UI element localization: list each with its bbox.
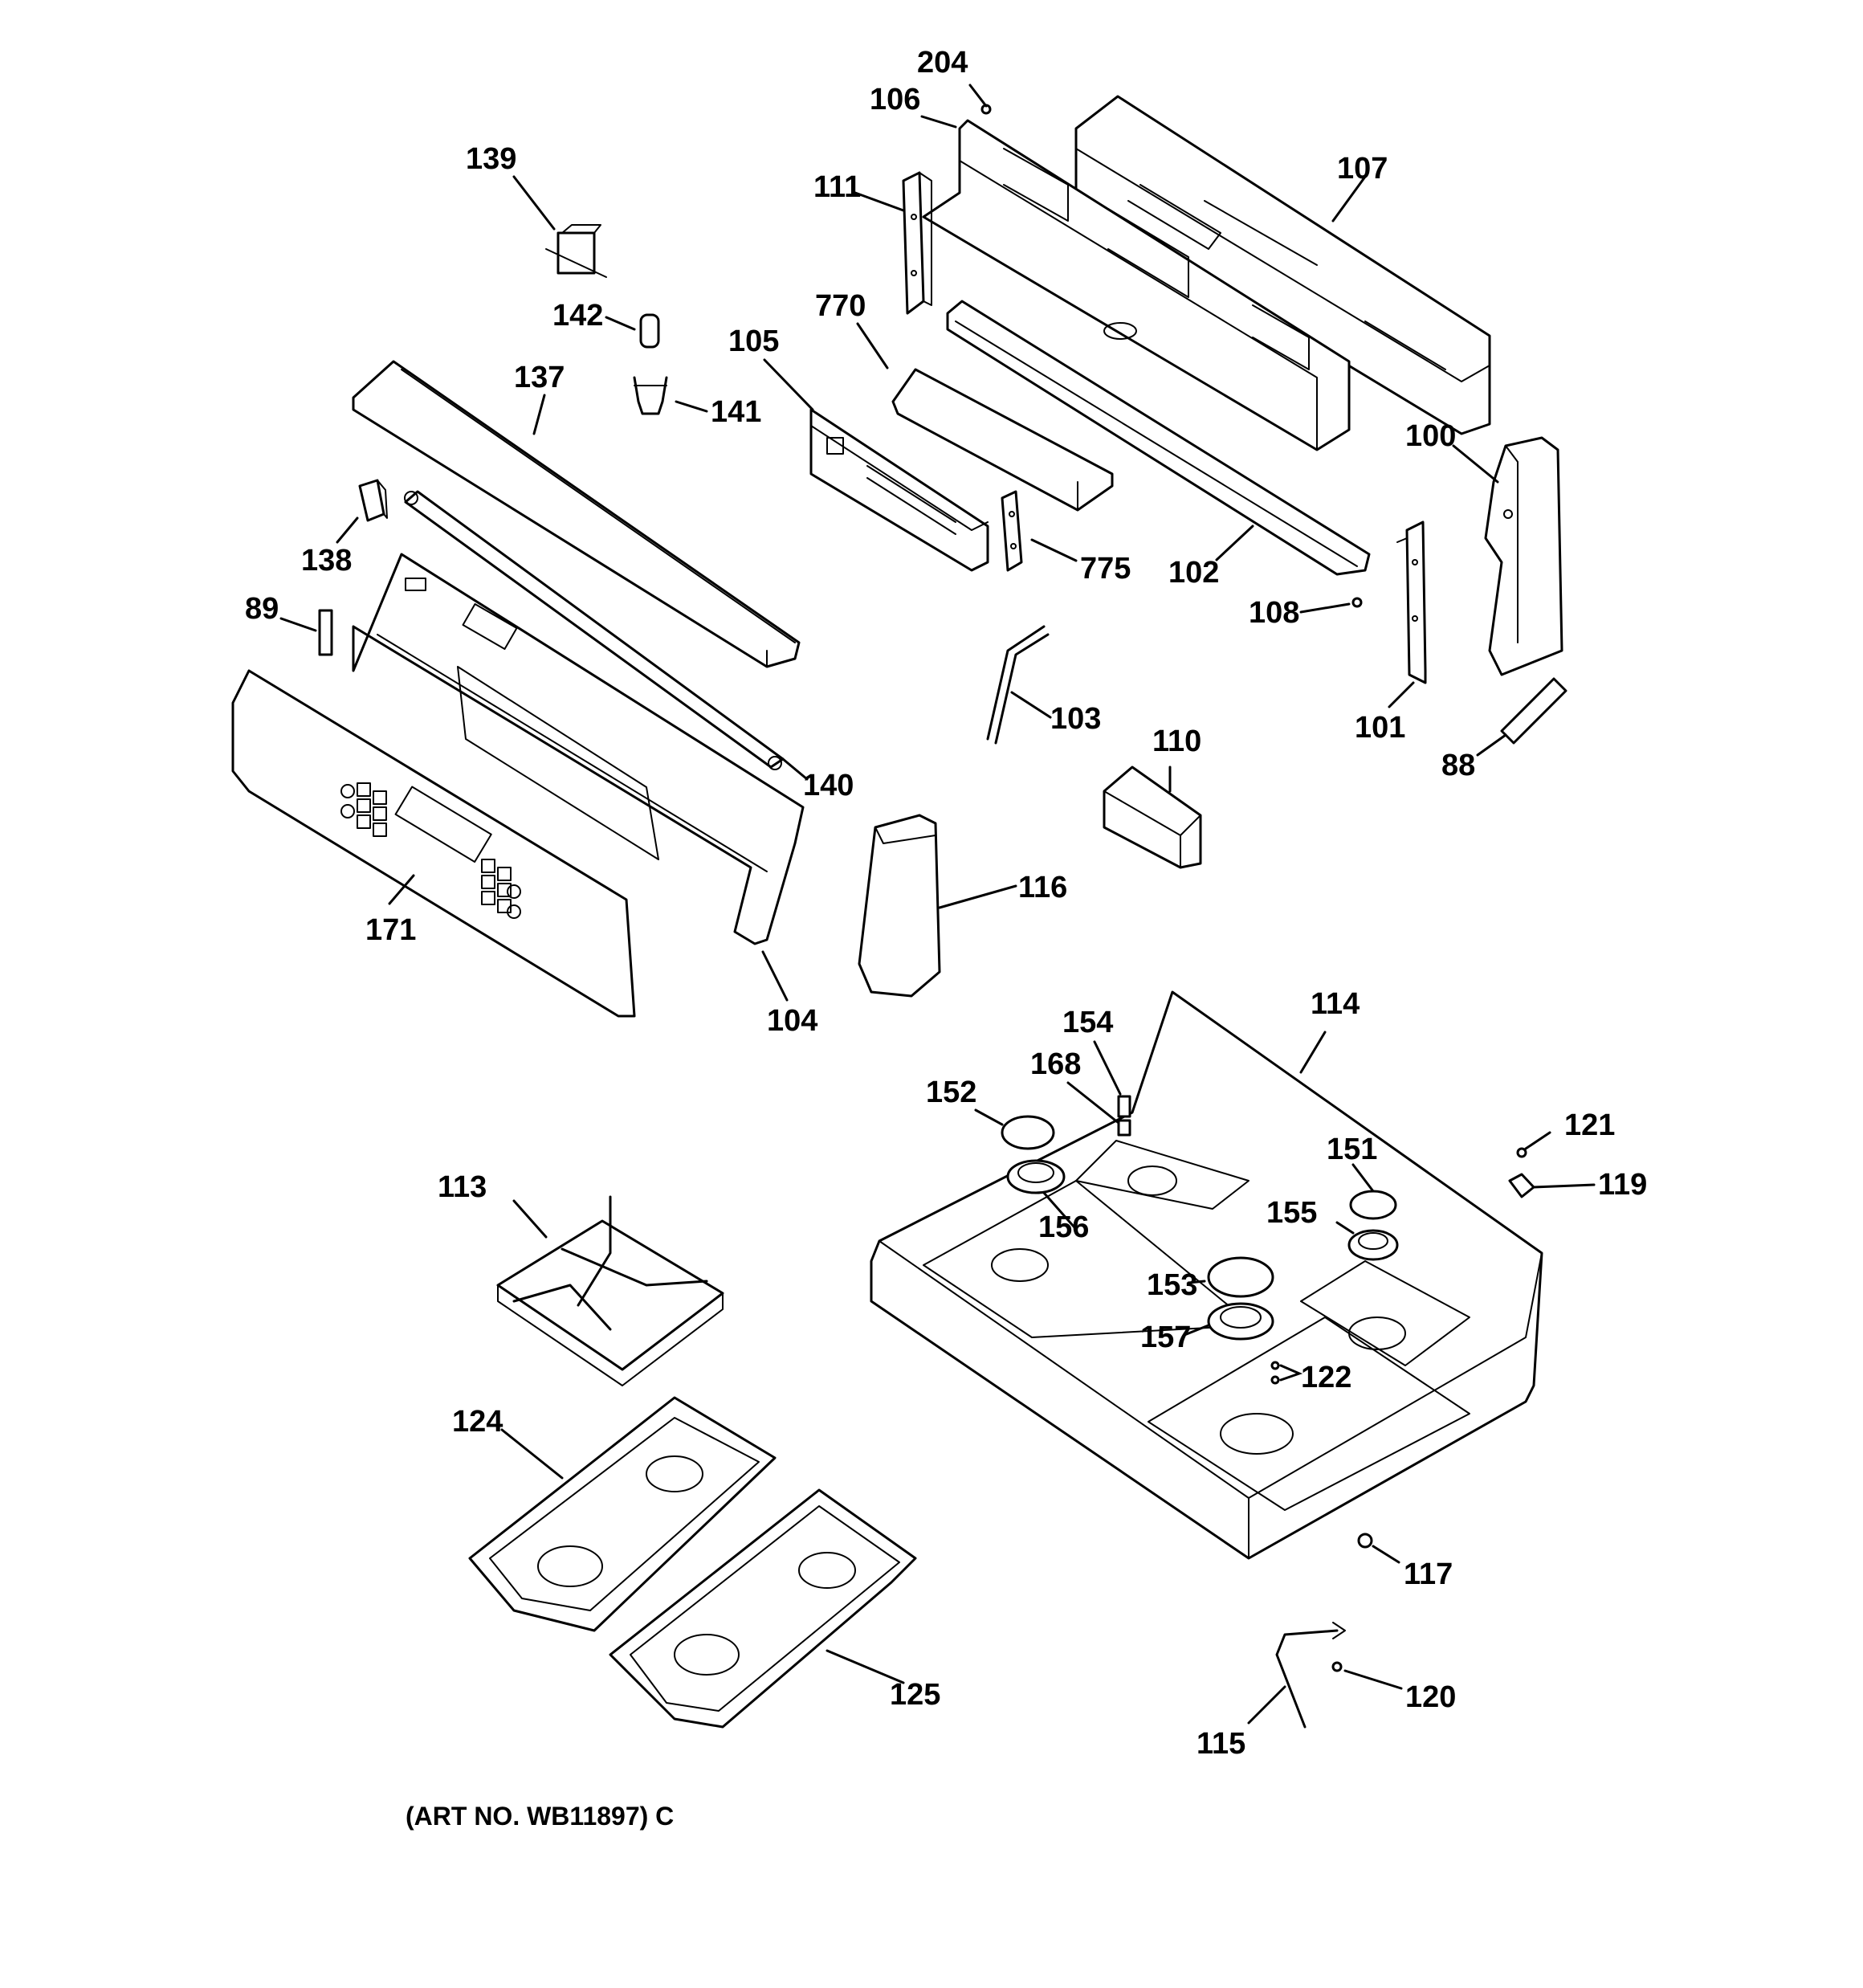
part-103-arm (986, 625, 1050, 745)
label-113: 113 (438, 1170, 487, 1204)
leader-lines (279, 84, 1596, 1725)
label-110: 110 (1152, 725, 1201, 758)
label-122: 122 (1301, 1361, 1351, 1394)
label-108: 108 (1249, 596, 1299, 630)
part-151-burner-cap (1349, 1190, 1397, 1220)
part-89-strip (318, 609, 333, 656)
label-770: 770 (815, 289, 866, 323)
label-88: 88 (1441, 749, 1475, 782)
part-115-bracket-rod (1275, 1622, 1346, 1729)
label-119: 119 (1598, 1168, 1647, 1202)
label-157: 157 (1140, 1321, 1191, 1354)
part-111-bracket (902, 171, 932, 315)
part-88-end-cap (1500, 677, 1567, 745)
part-110-terminal-block (1103, 765, 1202, 869)
part-775-bracket (1001, 490, 1023, 572)
label-775: 775 (1080, 552, 1131, 586)
label-152: 152 (926, 1076, 976, 1109)
label-120: 120 (1405, 1680, 1456, 1714)
label-115: 115 (1196, 1727, 1245, 1761)
part-102-rail (946, 300, 1371, 576)
label-124: 124 (452, 1405, 503, 1439)
label-168: 168 (1030, 1047, 1081, 1081)
label-102: 102 (1168, 556, 1219, 590)
part-108-screw (1351, 597, 1363, 608)
part-124-drip-pan (468, 1396, 777, 1632)
label-121: 121 (1564, 1108, 1615, 1142)
part-114-cooktop (870, 990, 1543, 1560)
part-101-side-bracket (1396, 520, 1427, 684)
label-155: 155 (1266, 1196, 1317, 1230)
part-138-clip (358, 479, 388, 522)
label-138: 138 (301, 544, 352, 578)
label-100: 100 (1405, 419, 1456, 453)
part-168-orifice (1117, 1119, 1131, 1137)
label-137: 137 (514, 361, 565, 394)
label-141: 141 (711, 395, 761, 429)
part-770-plate (891, 368, 1114, 512)
part-122-screw-b (1270, 1375, 1280, 1385)
part-139-transformer (545, 224, 607, 278)
label-154: 154 (1062, 1006, 1113, 1039)
part-156-burner-head (1006, 1159, 1066, 1194)
part-155-burner-head (1347, 1229, 1399, 1261)
part-119-bracket (1508, 1173, 1535, 1198)
part-120-screw (1331, 1661, 1343, 1672)
part-117-nut (1357, 1533, 1373, 1549)
part-116-end-cap (858, 814, 941, 998)
part-125-drip-pan (609, 1488, 917, 1729)
label-104: 104 (767, 1004, 817, 1038)
label-111: 111 (813, 170, 861, 204)
part-105-control-board (809, 408, 989, 572)
part-171-control-overlay (231, 669, 636, 1018)
label-140: 140 (803, 769, 854, 802)
label-171: 171 (365, 913, 416, 947)
part-157-burner-head (1207, 1302, 1274, 1341)
part-104-backsplash (352, 553, 805, 945)
part-141-socket (633, 376, 668, 415)
part-142-lamp (639, 313, 660, 349)
label-103: 103 (1050, 702, 1101, 736)
label-139: 139 (466, 142, 516, 176)
label-117: 117 (1404, 1557, 1453, 1591)
label-151: 151 (1327, 1133, 1377, 1166)
label-106: 106 (870, 83, 920, 116)
label-156: 156 (1038, 1210, 1089, 1244)
part-153-burner-cap (1207, 1256, 1274, 1298)
part-137-top-trim (352, 360, 801, 668)
part-labels: 204 106 107 139 111 142 770 105 137 141 … (245, 46, 1647, 1761)
part-100-side-trim (1484, 436, 1563, 676)
label-114: 114 (1311, 987, 1360, 1021)
label-107: 107 (1337, 152, 1388, 186)
part-154-orifice (1117, 1095, 1131, 1118)
label-142: 142 (552, 299, 603, 333)
label-89: 89 (245, 592, 279, 626)
label-125: 125 (890, 1678, 940, 1712)
label-204: 204 (917, 46, 968, 80)
part-122-screw (1270, 1361, 1280, 1370)
part-113-grate (496, 1195, 724, 1386)
label-105: 105 (728, 325, 779, 358)
part-121-screw (1516, 1147, 1527, 1158)
label-116: 116 (1018, 871, 1067, 904)
art-number-caption: (ART NO. WB11897) C (406, 1802, 674, 1831)
part-152-burner-cap (1001, 1115, 1055, 1150)
label-101: 101 (1355, 711, 1405, 745)
part-106-backguard (922, 119, 1351, 451)
label-153: 153 (1147, 1268, 1197, 1302)
